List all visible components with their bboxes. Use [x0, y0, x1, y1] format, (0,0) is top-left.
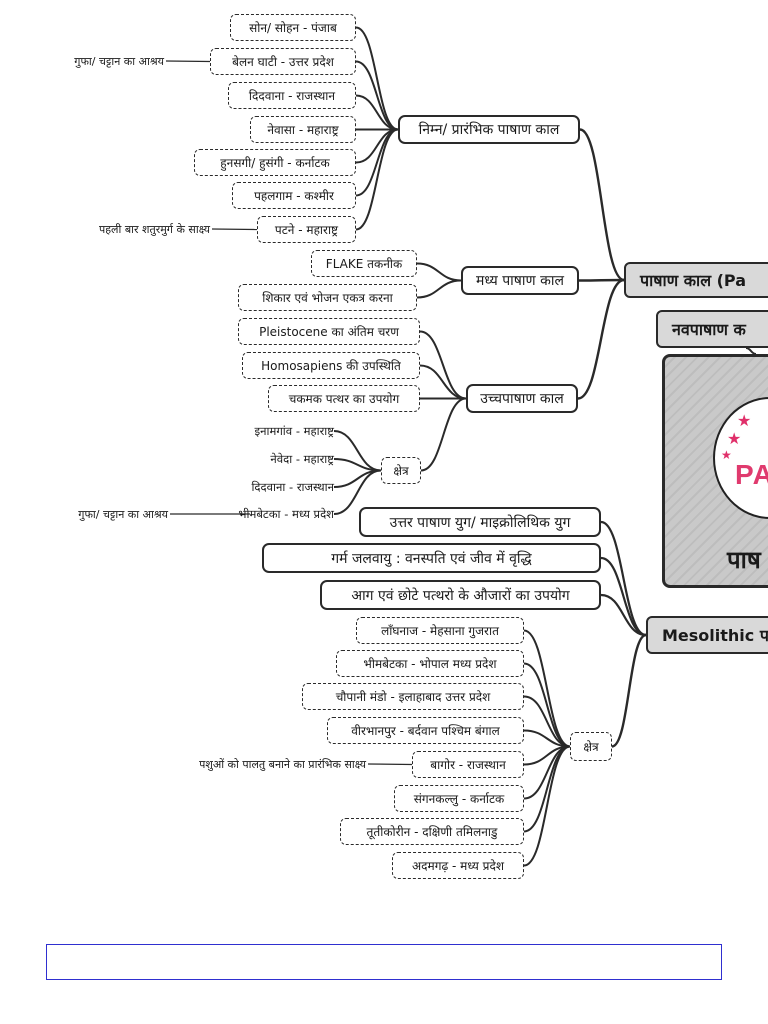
- connector-middle-leaf: [416, 262, 462, 282]
- connector-lower-leaf: [355, 128, 399, 197]
- note-rock-shelter-bhimbetka: गुफा/ चट्टान का आश्रय: [78, 507, 168, 521]
- lower-site-belan[interactable]: बेलन घाटी - उत्तर प्रदेश: [210, 48, 356, 75]
- connector-lower: [579, 128, 625, 282]
- connector-neolithic-card: [745, 347, 757, 355]
- star-icon: ★: [737, 411, 752, 430]
- star-icon: ★: [721, 448, 732, 462]
- lower-site-nevasa[interactable]: नेवासा - महाराष्ट्र: [250, 116, 356, 143]
- brand-logo-text: PA: [735, 459, 768, 490]
- upper-paleolithic-node[interactable]: उच्चपाषाण काल: [466, 384, 578, 413]
- connector-upper-leaf: [419, 364, 467, 400]
- lower-site-pahalgam[interactable]: पहलगाम - कश्मीर: [232, 182, 356, 209]
- note-ostrich-evidence: पहली बार शतुरमुर्ग के साक्ष्य: [98, 222, 210, 236]
- connector-lower-leaf: [355, 26, 399, 131]
- upper-homosapiens[interactable]: Homosapiens की उपस्थिति: [242, 352, 420, 379]
- connector-meso-fact: [600, 556, 647, 637]
- connector-meso-region-leaf: [523, 662, 571, 748]
- connector-meso-region: [611, 633, 647, 748]
- connector-middle: [578, 278, 625, 282]
- meso-site-chopani-mando[interactable]: चौपानी मंडो - इलाहाबाद उत्तर प्रदेश: [302, 683, 524, 710]
- connector-meso-region-leaf: [523, 745, 571, 833]
- meso-site-bagor[interactable]: बागोर - राजस्थान: [412, 751, 524, 778]
- note-domestication-evidence: पशुओं को पालतु बनाने का प्रारंभिक साक्ष्…: [199, 757, 366, 771]
- upper-region-node[interactable]: क्षेत्र: [381, 457, 421, 484]
- brand-logo: ★ ★ ★ PA: [713, 397, 768, 519]
- connector-lower-leaf: [355, 128, 399, 231]
- meso-site-langhnaj[interactable]: लाँघनाज - मेहसाना गुजरात: [356, 617, 524, 644]
- center-title: पाष: [727, 546, 761, 574]
- connector-upper: [577, 278, 625, 400]
- connector-upper-leaf: [419, 330, 467, 400]
- mesolithic-region-node[interactable]: क्षेत्र: [570, 732, 612, 761]
- lower-site-son-sohan[interactable]: सोन/ सोहन - पंजाब: [230, 14, 356, 41]
- center-title-card: ★ ★ ★ PA पाष: [662, 354, 768, 588]
- meso-site-bhimbetka[interactable]: भीमबेटका - भोपाल मध्य प्रदेश: [336, 650, 524, 677]
- middle-paleolithic-node[interactable]: मध्य पाषाण काल: [461, 266, 579, 295]
- mesolithic-microlithic-age[interactable]: उत्तर पाषाण युग/ माइक्रोलिथिक युग: [359, 507, 601, 537]
- connector-meso-fact: [600, 520, 647, 637]
- middle-flake-technique[interactable]: FLAKE तकनीक: [311, 250, 417, 277]
- connector-upper-region-leaf: [333, 469, 382, 515]
- mesolithic-fire-tools[interactable]: आग एवं छोटे पत्थरो के औजारों का उपयोग: [320, 580, 601, 610]
- lower-site-hunsgi[interactable]: हुनसगी/ हुसंगी - कर्नाटक: [194, 149, 356, 176]
- meso-site-sanganakallu[interactable]: संगनकल्लु - कर्नाटक: [394, 785, 524, 812]
- connector-meso-region-leaf: [523, 745, 571, 867]
- connector-meso-region-leaf: [523, 629, 571, 748]
- meso-site-tuticorin[interactable]: तूतीकोरीन - दक्षिणी तमिलनाडु: [340, 818, 524, 845]
- star-icon: ★: [727, 429, 742, 448]
- connector-lower-leaf: [355, 60, 399, 131]
- upper-region-didwana[interactable]: दिदवाना - राजस्थान: [251, 479, 334, 494]
- footer-box: [46, 944, 722, 980]
- lower-site-didwana[interactable]: दिदवाना - राजस्थान: [228, 82, 356, 109]
- upper-region-bhimbetka[interactable]: भीमबेटका - मध्य प्रदेश: [238, 506, 334, 521]
- meso-site-birbhanpur[interactable]: वीरभानपुर - बर्दवान पश्चिम बंगाल: [327, 717, 524, 744]
- lower-site-patne[interactable]: पटने - महाराष्ट्र: [257, 216, 356, 243]
- mesolithic-main-node[interactable]: Mesolithic प: [646, 616, 768, 654]
- lower-paleolithic-node[interactable]: निम्न/ प्रारंभिक पाषाण काल: [398, 115, 580, 144]
- note-leader: [211, 228, 258, 231]
- paleolithic-main-node[interactable]: पाषाण काल (Pa: [624, 262, 768, 298]
- connector-upper-region: [420, 397, 467, 472]
- connector-middle-leaf: [416, 279, 462, 299]
- upper-pleistocene[interactable]: Pleistocene का अंतिम चरण: [238, 318, 420, 345]
- upper-region-neveda[interactable]: नेवेदा - महाराष्ट्र: [270, 451, 334, 466]
- meso-site-adamgarh[interactable]: अदमगढ़ - मध्य प्रदेश: [392, 852, 524, 879]
- middle-hunting-gathering[interactable]: शिकार एवं भोजन एकत्र करना: [238, 284, 417, 311]
- neolithic-main-node[interactable]: नवपाषाण क: [656, 310, 768, 348]
- note-leader: [367, 763, 413, 766]
- upper-region-inamgaon[interactable]: इनामगांव - महाराष्ट्र: [254, 423, 334, 438]
- connector-meso-fact: [600, 593, 647, 637]
- note-rock-shelter-belan: गुफा/ चट्टान का आश्रय: [74, 54, 164, 68]
- note-leader: [165, 60, 211, 63]
- mesolithic-warm-climate[interactable]: गर्म जलवायु : वनस्पति एवं जीव में वृद्धि: [262, 543, 601, 573]
- upper-flint-stone[interactable]: चकमक पत्थर का उपयोग: [268, 385, 420, 412]
